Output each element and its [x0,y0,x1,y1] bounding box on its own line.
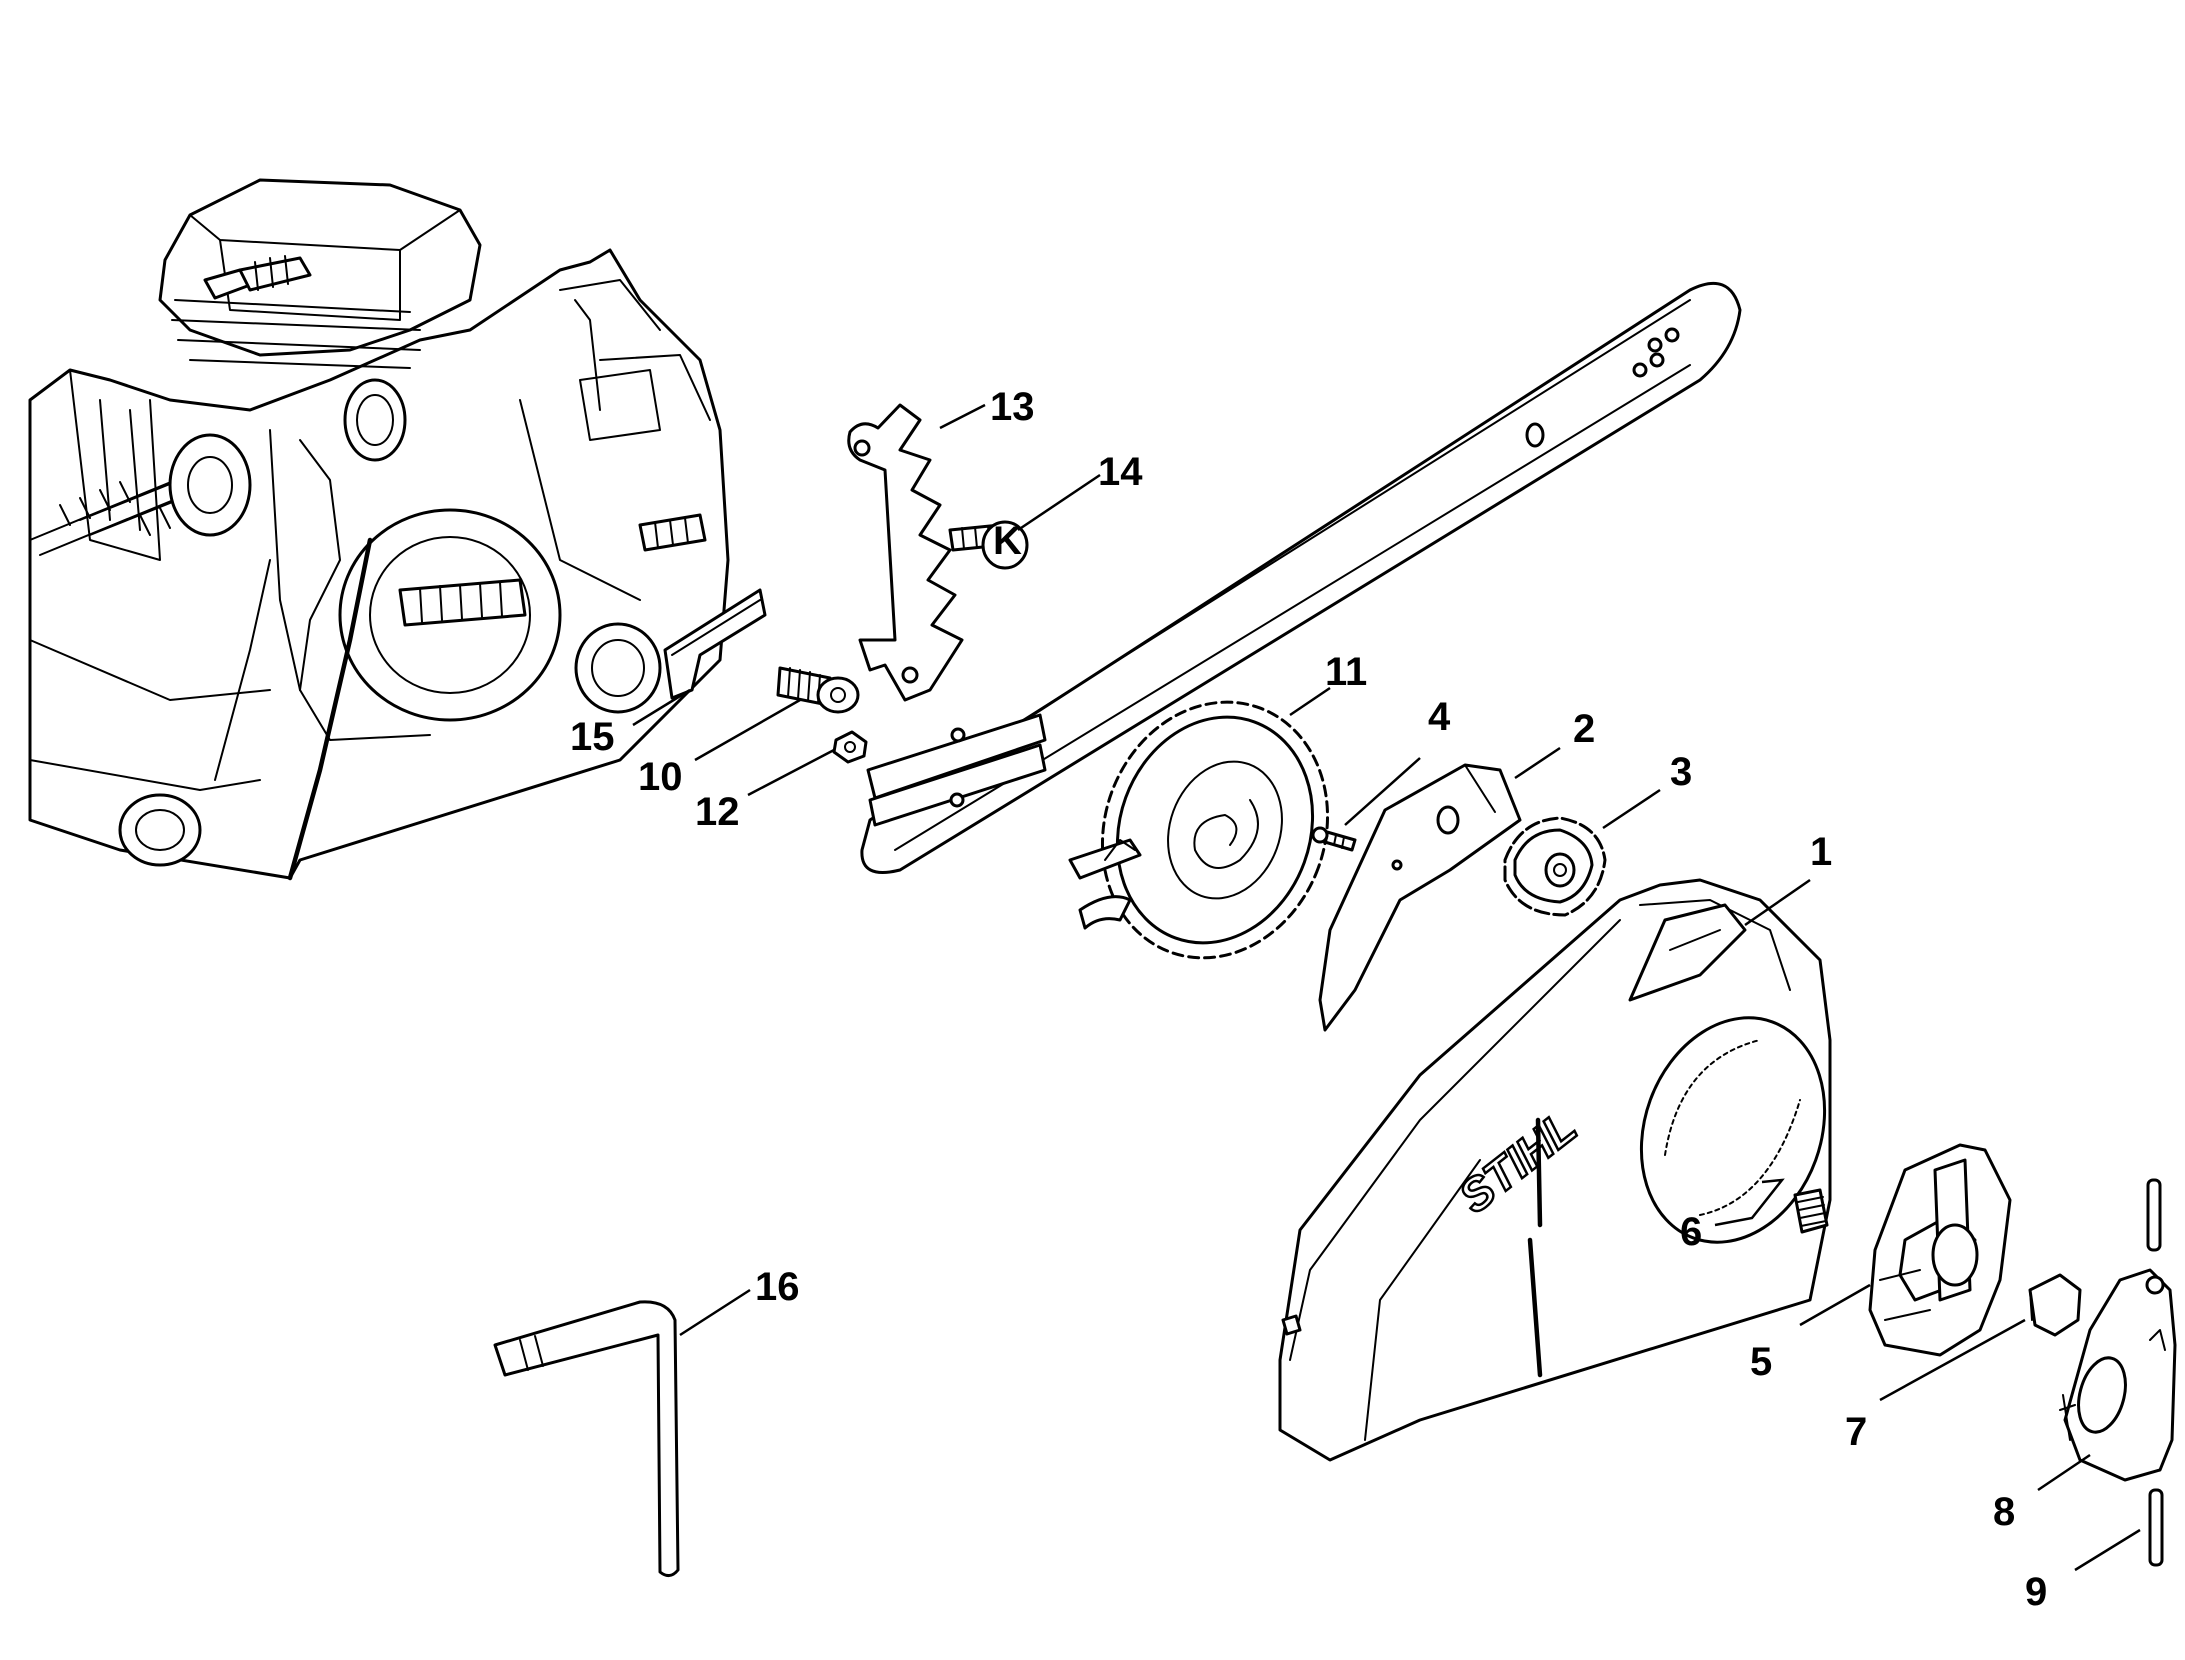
callout-11: 11 [1325,650,1367,694]
callout-13: 13 [990,385,1035,429]
adjusting-wheel [1068,700,1330,960]
leader-1 [1744,878,1811,927]
chain-guide [663,588,767,700]
pin-upper [2146,1178,2162,1252]
callout-10: 10 [638,755,683,799]
leader-15 [632,688,691,727]
leader-2 [1514,746,1561,780]
callout-8: 8 [1993,1490,2015,1534]
callout-14: 14 [1098,450,1143,494]
leader-6 [1714,1178,1785,1227]
cover-5 [1868,1143,2012,1357]
collar-nut-12 [832,730,868,764]
leader-11 [1289,686,1331,717]
leader-lines [632,403,2141,1572]
lever-8 [2059,1268,2177,1482]
pin-9 [2148,1488,2164,1567]
leader-10 [694,698,801,762]
bumper-spike [847,403,964,702]
leader-16 [679,1288,751,1337]
leader-7 [1879,1318,2026,1402]
spring-6 [1793,1188,1829,1234]
screw-14: K [948,519,1029,570]
callout-2: 2 [1573,707,1595,751]
callout-6: 6 [1680,1210,1702,1254]
guide-bar [860,281,1742,874]
leader-9 [2074,1528,2141,1572]
leader-14 [1017,473,1101,532]
nut-3 [1503,816,1607,917]
callout-7: 7 [1845,1410,1867,1454]
callout-3: 3 [1670,750,1692,794]
leader-3 [1602,788,1661,830]
callout-15: 15 [570,715,615,759]
callout-9: 9 [2025,1570,2047,1614]
plate-2 [1318,763,1522,1032]
callout-4: 4 [1428,695,1451,739]
callout-12: 12 [695,790,740,834]
engine-housing [28,178,730,881]
cap-7 [2028,1273,2082,1337]
leader-8 [2037,1453,2091,1492]
screw-4 [1311,826,1357,852]
leader-4 [1344,757,1421,826]
screw-head-mark: K [993,519,1022,563]
callout-16: 16 [755,1265,800,1309]
combination-wrench [493,1300,680,1577]
callout-5: 5 [1750,1340,1772,1384]
leader-12 [747,748,835,797]
leader-5 [1799,1283,1871,1327]
callout-1: 1 [1810,830,1832,874]
stud-10 [776,666,860,714]
leader-13 [939,403,986,430]
callout-labels: 1 2 3 4 5 6 7 8 9 10 11 12 13 14 15 16 [570,385,2047,1614]
